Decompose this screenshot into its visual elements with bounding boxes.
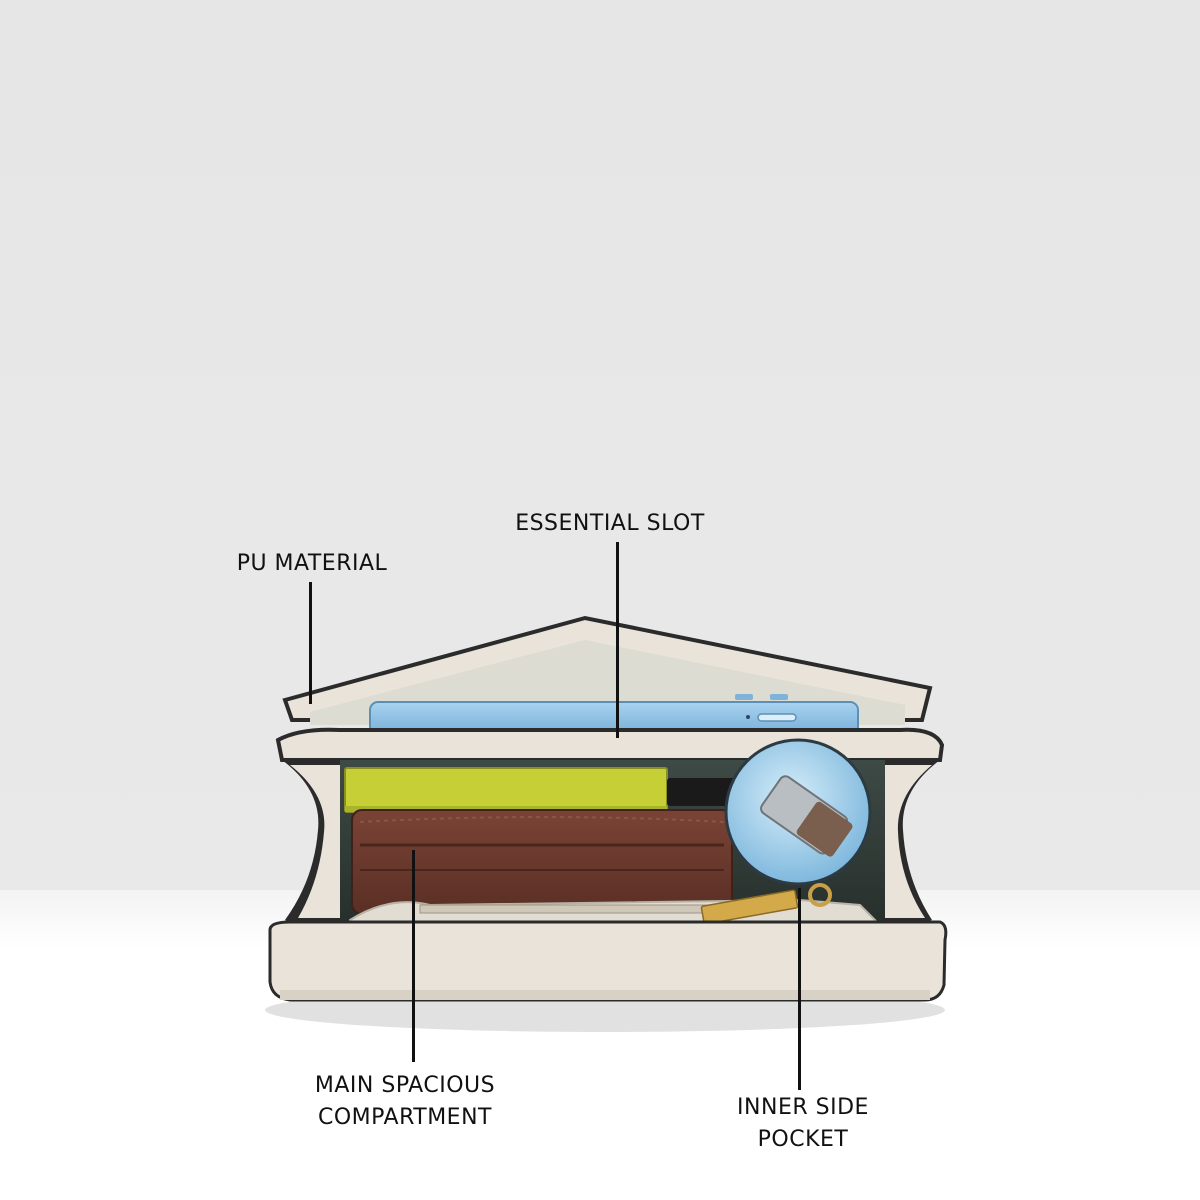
bag-front-panel <box>268 920 948 1002</box>
wallet <box>351 809 733 915</box>
leader-pu-material <box>309 582 312 704</box>
leader-essential-slot <box>616 542 619 738</box>
label-main-compartment: MAIN SPACIOUS COMPARTMENT <box>314 1073 496 1130</box>
label-pu-material: PU MATERIAL <box>236 551 388 576</box>
label-essential-slot: ESSENTIAL SLOT <box>515 511 705 536</box>
zip-puller <box>700 889 799 925</box>
leader-main-compartment <box>412 850 415 1062</box>
notebook <box>344 767 668 813</box>
leader-inner-pocket <box>798 888 801 1090</box>
glitter-pouch <box>667 778 737 806</box>
label-inner-pocket: INNER SIDE POCKET <box>737 1095 869 1152</box>
